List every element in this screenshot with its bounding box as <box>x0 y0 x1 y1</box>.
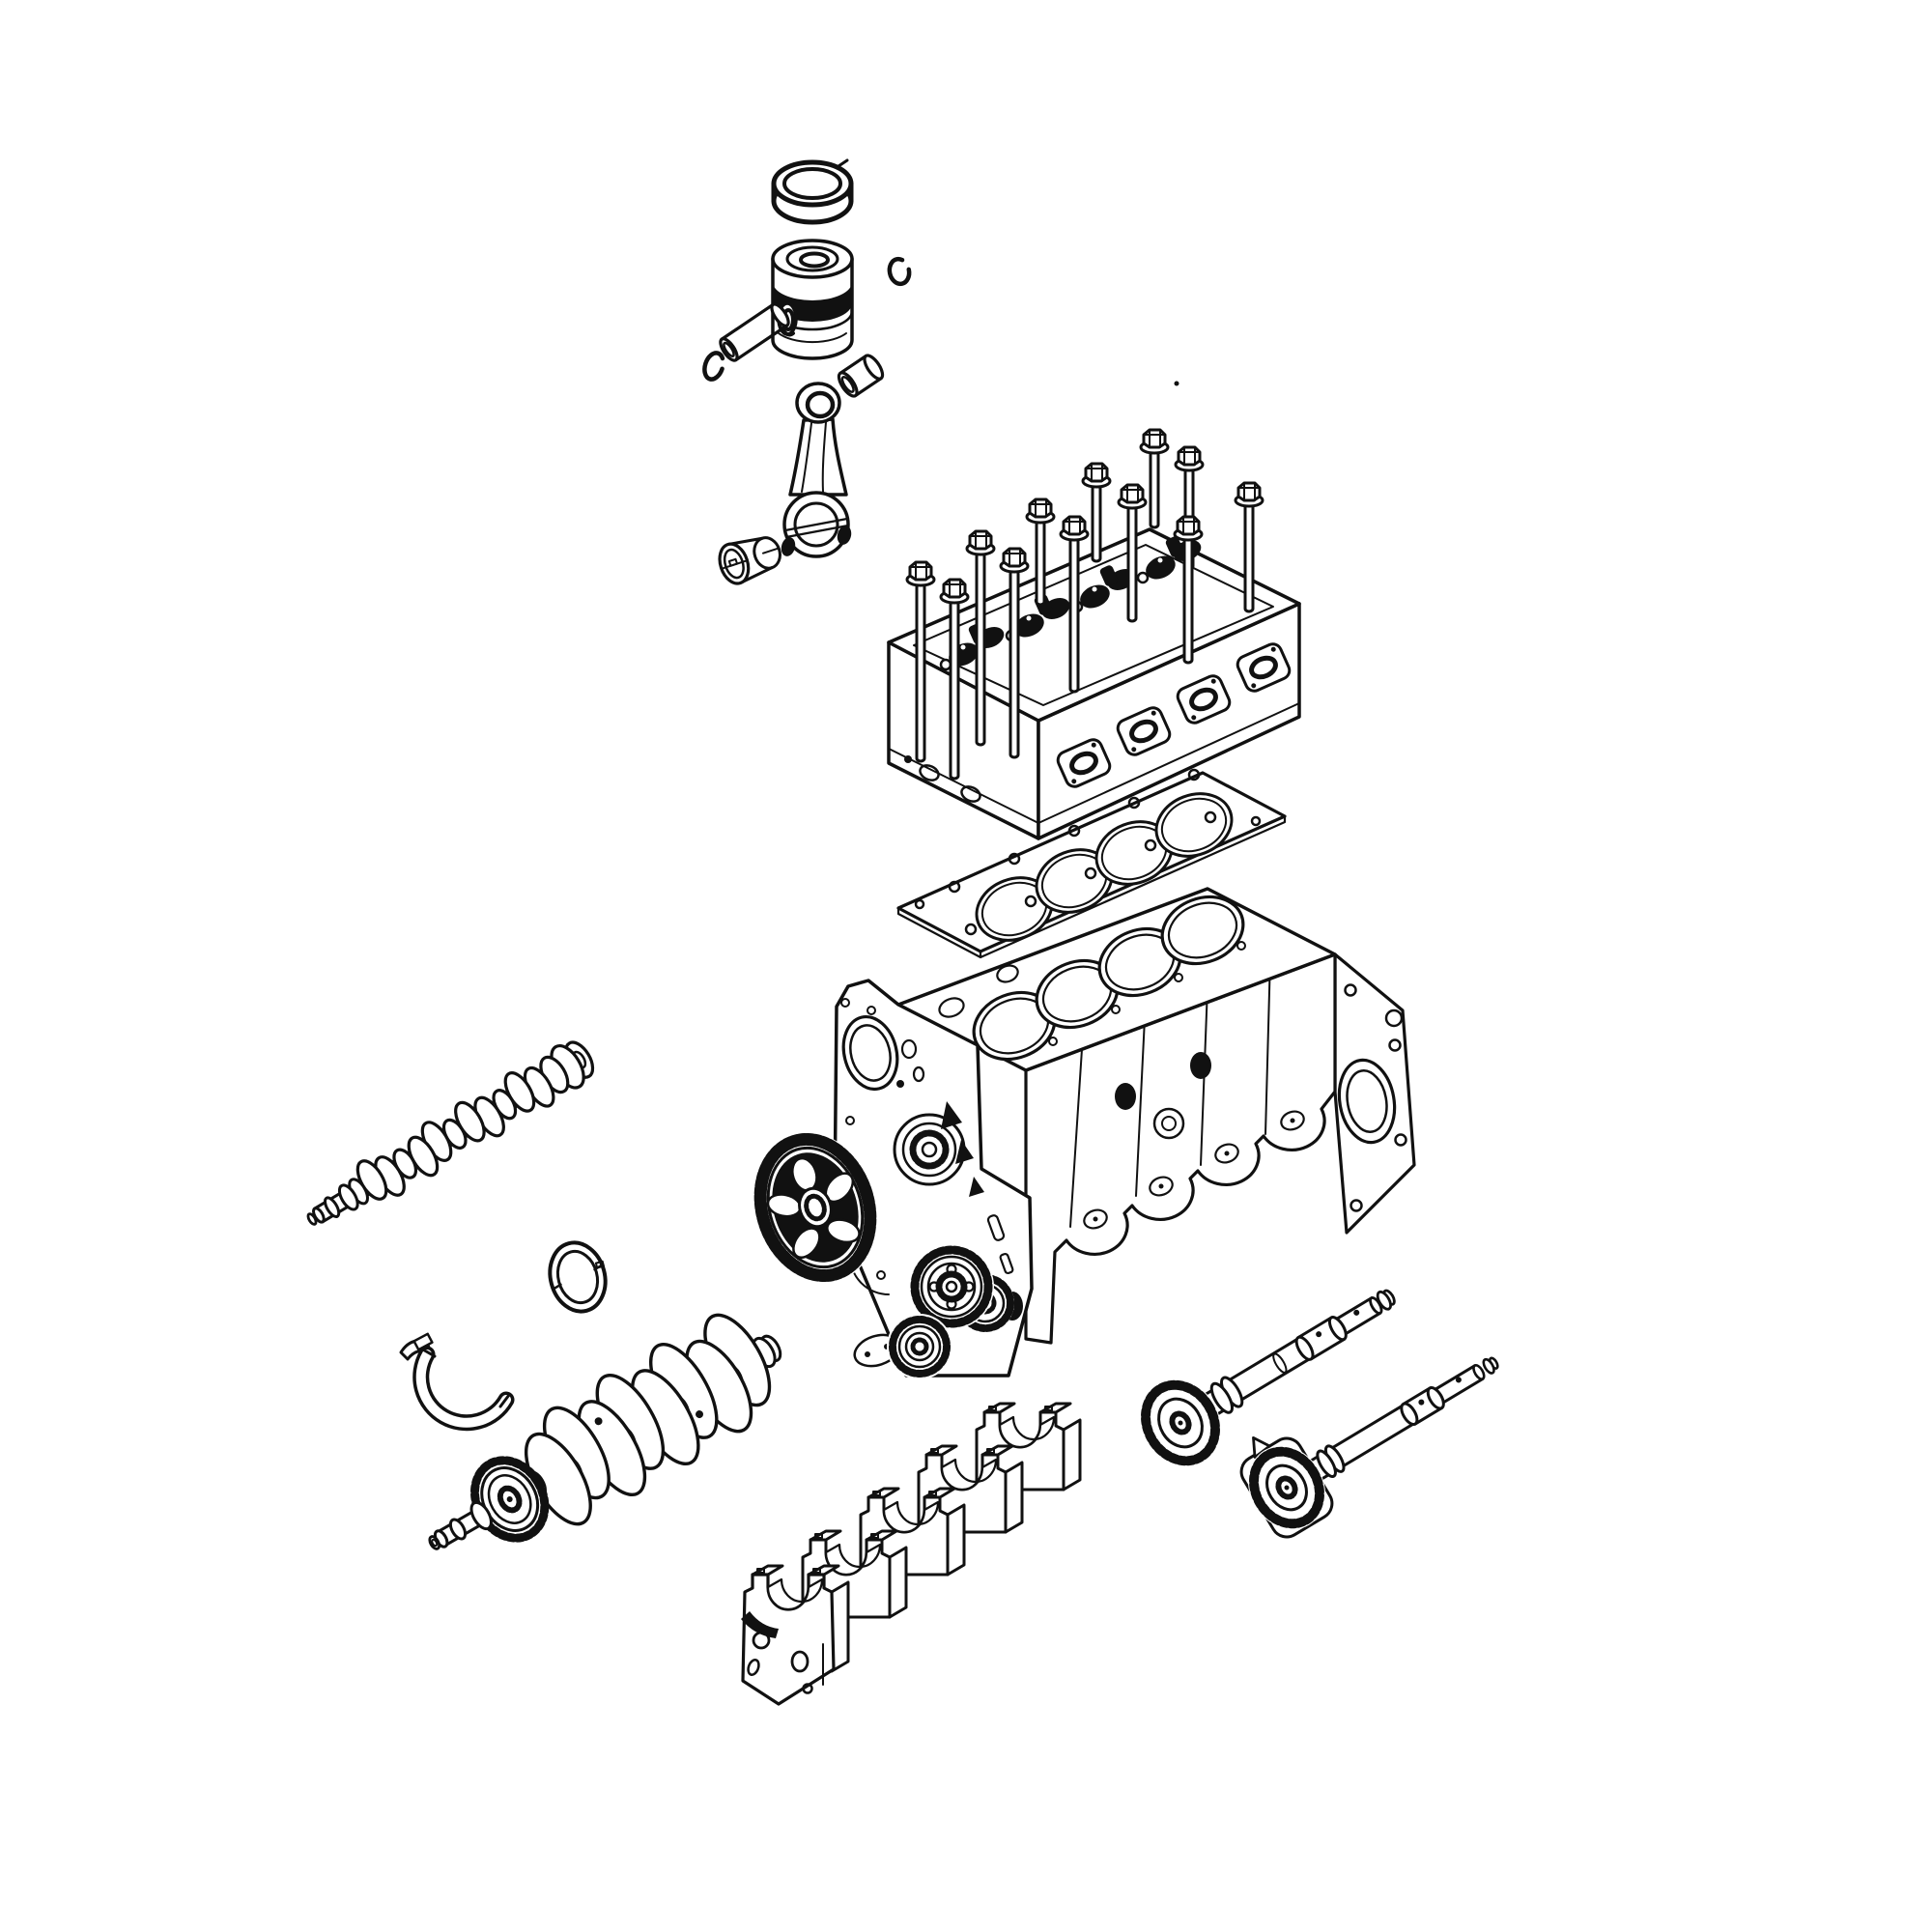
cam-bearing-ring <box>548 1240 608 1314</box>
small-end-bushing <box>837 354 885 398</box>
print-speck <box>1174 381 1179 386</box>
piston-pin <box>719 302 790 362</box>
timing-gear <box>753 1131 877 1284</box>
camshaft <box>306 1040 595 1226</box>
cylinder-head <box>887 527 1301 840</box>
piston <box>771 239 854 360</box>
head-gasket <box>896 768 1287 959</box>
diagram-art <box>306 158 1499 1706</box>
lower-gear <box>887 1314 952 1379</box>
circlip-right <box>887 256 912 287</box>
circlip-left <box>702 351 725 382</box>
crankshaft <box>428 1313 782 1550</box>
balance-shaft-1 <box>1140 1289 1396 1467</box>
engine-block <box>833 887 1416 1378</box>
balance-shaft-2 <box>1239 1356 1499 1539</box>
head-bolts <box>905 428 1264 781</box>
thrust-bearings <box>399 1332 515 1432</box>
rod-bearing-shells <box>718 536 781 585</box>
connecting-rod <box>781 382 852 558</box>
idler-gears <box>909 1244 1023 1332</box>
main-bearing-caps <box>741 1402 1082 1706</box>
piston-ring <box>771 158 854 225</box>
